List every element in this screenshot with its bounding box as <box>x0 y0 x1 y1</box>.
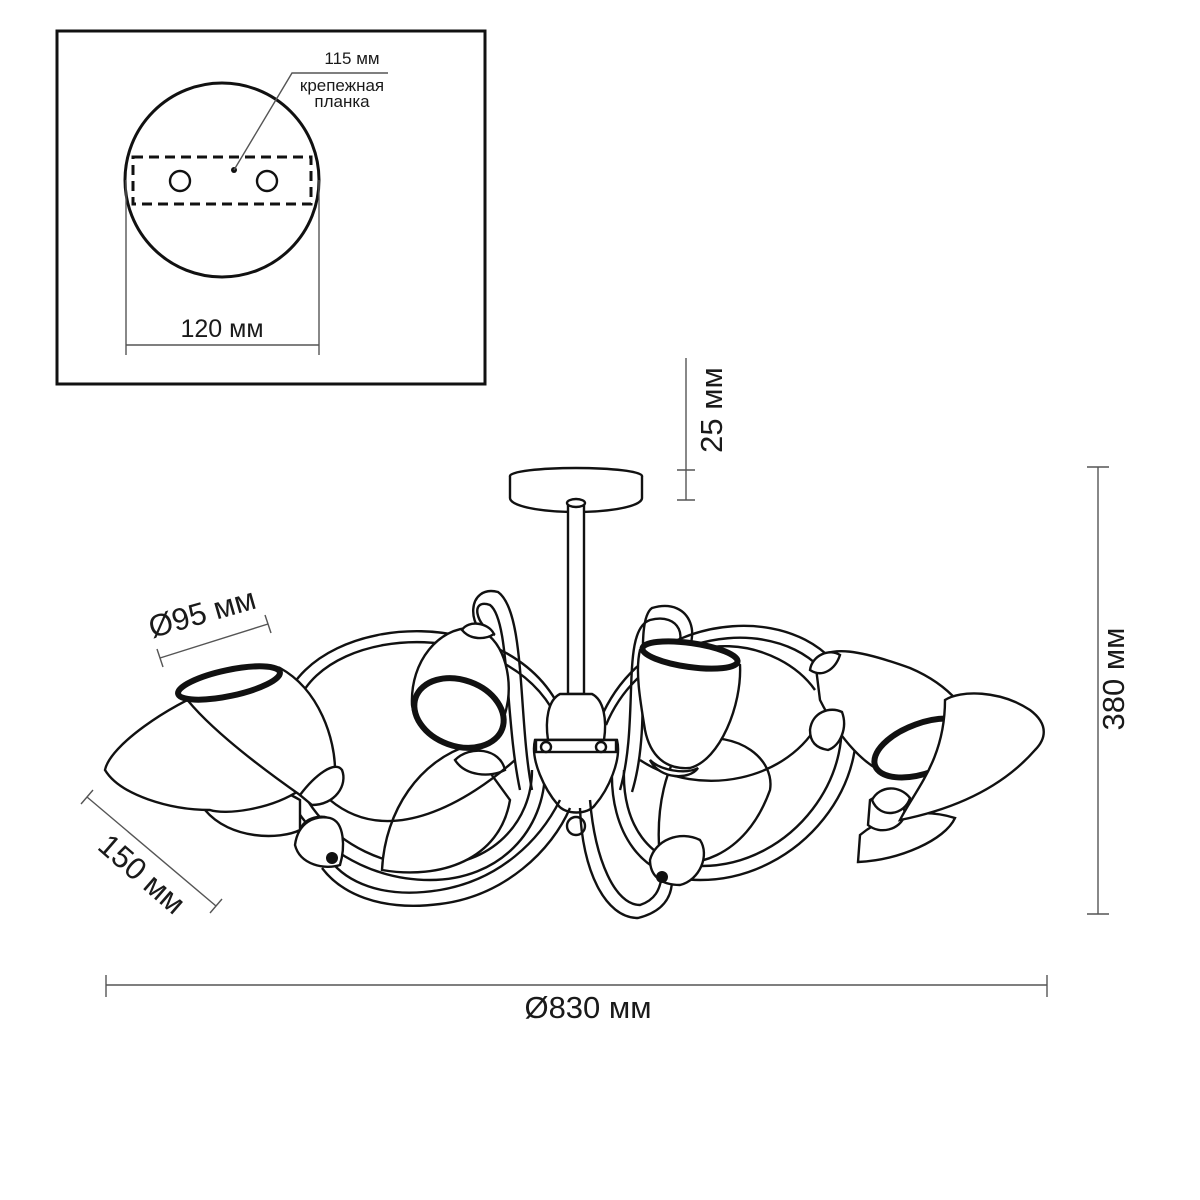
socket-right-mid <box>808 708 846 752</box>
chandelier <box>103 466 1045 920</box>
arm-front-left-inner <box>321 807 572 907</box>
canopy-diameter-label: 120 мм <box>180 315 263 343</box>
mount-plate-inset: 115 мм крепежная планка 120 мм <box>55 29 487 386</box>
dimension-shade-diameter: Ø95 мм <box>144 581 272 668</box>
shade-left-main-cap <box>298 765 345 807</box>
total-height-label: 380 мм <box>1096 628 1131 731</box>
arm-upper-left-hook <box>476 602 522 791</box>
shade-upper-center-right <box>636 638 742 778</box>
arm-upper-right-hook-inner <box>630 604 694 793</box>
shade-far-right-glass <box>897 692 1045 822</box>
arm-upper-left-hook-inner <box>472 589 534 791</box>
shade-diameter-label: Ø95 мм <box>144 581 259 645</box>
arm-front-right <box>588 799 664 907</box>
shade-far-right-cap <box>870 787 912 815</box>
socket-front-right-knob <box>656 871 668 883</box>
strip-name-line2: планка <box>314 92 370 111</box>
hub-screw-left <box>539 740 553 754</box>
hub-screw-right <box>594 740 608 754</box>
stem <box>566 500 586 696</box>
central-hub <box>532 692 620 837</box>
dimension-total-height: 380 мм <box>1087 466 1131 915</box>
shade-length-line <box>86 796 217 907</box>
shade-length-tick-bottom <box>209 898 223 914</box>
mounting-hole-right <box>255 169 279 193</box>
socket-front-right <box>648 834 706 887</box>
arm-front-left <box>329 799 562 894</box>
socket-right-mid-body <box>808 708 846 752</box>
shade-far-right <box>870 692 1045 822</box>
arm-front-right-inner <box>578 807 674 920</box>
shade-diameter-tick-left <box>156 648 164 668</box>
shade-back-left-glass <box>380 743 512 874</box>
socket-front-left <box>293 816 345 868</box>
shade-upper-left-cap <box>460 622 496 640</box>
shade-upper-left <box>410 622 510 751</box>
shade-right-main-cap <box>808 651 842 675</box>
canopy-height-label: 25 мм <box>694 367 729 453</box>
total-diameter-label: Ø830 мм <box>524 990 651 1025</box>
mounting-strip <box>131 155 313 206</box>
shade-upper-center-right-cap <box>648 759 699 778</box>
dimension-total-diameter: Ø830 мм <box>105 975 1048 1025</box>
shade-back-right-glass <box>657 736 772 865</box>
arm-upper-right-hook <box>618 617 682 791</box>
arms-front <box>321 589 822 920</box>
shade-diameter-tick-right <box>264 614 272 634</box>
shade-length-tick-top <box>80 789 94 805</box>
shade-upper-left-rim <box>411 675 507 751</box>
shade-back-right <box>657 736 772 865</box>
shade-left-main <box>175 663 345 807</box>
mounting-hole-left <box>168 169 192 193</box>
socket-front-left-knob <box>326 852 338 864</box>
strip-leader-line <box>233 72 388 171</box>
canopy-plate-circle <box>123 81 321 279</box>
shade-length-label: 150 мм <box>92 827 193 921</box>
canopy <box>508 466 644 696</box>
strip-width-label: 115 мм <box>324 49 379 68</box>
hub-upper <box>545 692 607 742</box>
arm-back-right-loop <box>598 624 858 882</box>
stem-top-cap <box>565 497 587 509</box>
shade-upper-center-right-rim <box>639 638 741 672</box>
dimension-canopy-height: 25 мм <box>677 358 729 501</box>
shade-left-main-rim <box>175 663 283 703</box>
arm-left-lamp-arm <box>329 759 516 823</box>
shade-diameter-line <box>159 623 269 659</box>
shade-back-left <box>380 743 512 874</box>
strip-name-line1: крепежная <box>300 76 384 95</box>
